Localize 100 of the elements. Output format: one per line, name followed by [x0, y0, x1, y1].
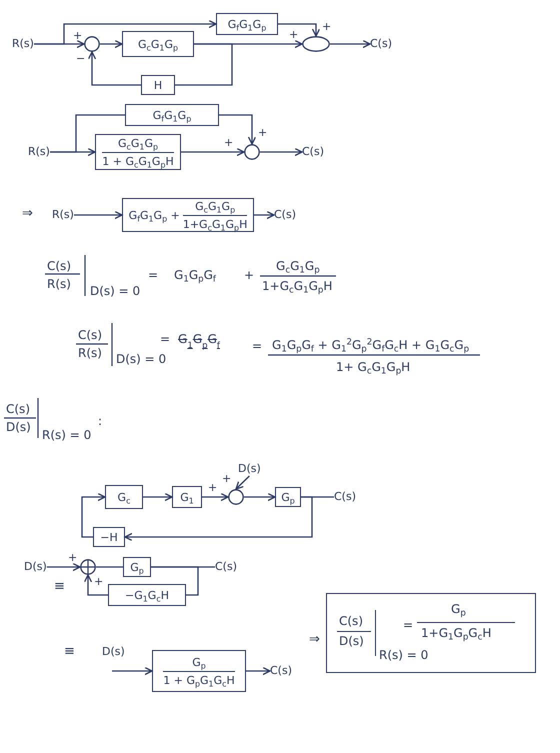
connector-line	[96, 566, 123, 568]
colon: :	[98, 414, 102, 428]
equivalence-symbol: ≡	[54, 580, 65, 594]
transfer-function: G$_{f}$G$_{1}$G$_{p}$	[228, 18, 266, 30]
transfer-function-block	[141, 75, 175, 95]
plus-sign: +	[244, 268, 254, 282]
summing-junction	[302, 36, 330, 52]
denominator: R(s)	[47, 277, 71, 291]
arrow	[74, 210, 123, 220]
connector-line	[50, 114, 125, 153]
implies-symbol: ⇒	[22, 207, 33, 221]
sign-label: +	[94, 575, 104, 589]
sign-label: +	[224, 136, 234, 150]
transfer-function: G$_{f}$G$_{1}$G$_{p}$ +	[128, 208, 180, 222]
arrow	[246, 666, 271, 676]
arrow	[254, 210, 275, 220]
arrow	[260, 148, 303, 156]
sign-label: +	[322, 20, 332, 34]
transfer-function-block	[216, 13, 278, 35]
transfer-function-block	[95, 134, 181, 170]
equals-sign: =	[148, 268, 158, 282]
arrow	[34, 20, 217, 45]
transfer-function: G$_{c}$G$_{1}$G$_{p}$	[138, 38, 178, 50]
sign-label: +	[289, 28, 298, 42]
signal-label: D(s)	[238, 462, 261, 476]
arrow	[181, 148, 245, 156]
signal-label: D(s)	[102, 645, 125, 659]
arrow	[143, 492, 173, 502]
transfer-function: −G$_{1}$G$_{c}$H	[125, 588, 169, 602]
transfer-function: G$_{c}$	[118, 490, 130, 504]
denominator: 1+G$_{c}$G$_{1}$G$_{p}$H	[262, 279, 332, 293]
summing-junction	[80, 559, 96, 575]
arrow	[235, 476, 250, 490]
numerator: G$_{c}$G$_{1}$G$_{p}$	[118, 136, 158, 150]
arrow	[112, 666, 153, 676]
transfer-function: G$_{p}$	[130, 560, 144, 574]
transfer-function-block	[275, 487, 301, 507]
transfer-function: G$_{f}$G$_{1}$G$_{p}$	[152, 108, 192, 122]
arrow	[84, 574, 108, 596]
equivalence-symbol: ≡	[64, 645, 75, 659]
condition: D(s) = 0	[116, 352, 166, 366]
transfer-function-block	[125, 104, 219, 126]
transfer-function-block	[122, 31, 194, 57]
denominator: 1+ G$_{c}$G$_{1}$G$_{p}$H	[336, 360, 410, 374]
arrow	[219, 114, 256, 145]
arrow	[88, 51, 141, 86]
arrow	[244, 492, 276, 502]
numerator: C(s)	[6, 402, 30, 416]
connector-line	[175, 43, 233, 86]
implies-symbol: ⇒	[309, 633, 320, 647]
transfer-function-block	[105, 485, 143, 509]
signal-label: C(s)	[274, 208, 296, 222]
numerator: G$_{p}$	[192, 656, 206, 668]
transfer-function-block	[172, 486, 202, 508]
equals-sign: =	[403, 618, 414, 632]
numerator: C(s)	[78, 328, 102, 342]
condition: R(s) = 0	[379, 648, 428, 662]
transfer-function-block	[152, 650, 246, 692]
signal-label: C(s)	[270, 664, 292, 678]
denominator: D(s)	[6, 420, 31, 434]
result-box	[326, 593, 536, 673]
sign-label: +	[258, 126, 268, 140]
signal-label: D(s)	[24, 560, 47, 574]
arrow	[194, 40, 303, 48]
transfer-function: G$_{p}$	[281, 490, 295, 504]
sign-label: +	[222, 472, 232, 486]
transfer-function-block	[122, 198, 254, 232]
connector-line	[151, 566, 199, 596]
transfer-function-block	[123, 557, 151, 577]
signal-label: R(s)	[12, 37, 34, 51]
transfer-function: H	[154, 78, 162, 92]
denominator: 1+G$_{1}$G$_{p}$G$_{c}$H	[421, 626, 492, 640]
arrow	[124, 496, 313, 542]
denominator: 1 + G$_{c}$G$_{1}$G$_{p}$H	[102, 154, 174, 168]
signal-label: C(s)	[302, 145, 324, 159]
signal-label: C(s)	[215, 560, 237, 574]
numerator: G$_{1}$G$_{p}$G$_{f}$ + G$_{1}$$^{2}$G$_{p}$$^{2}$G$_{f}$G$_{c}$H + G$_{1}$G$_{c}$G$_{p}$	[272, 338, 470, 352]
condition: R(s) = 0	[42, 428, 92, 442]
transfer-function-block	[93, 527, 125, 547]
equals-sign: =	[252, 339, 262, 353]
signal-label: R(s)	[28, 145, 50, 159]
denominator: R(s)	[78, 346, 102, 360]
sign-label: +	[68, 551, 78, 565]
summing-junction	[228, 489, 244, 505]
transfer-function: −H	[100, 530, 118, 544]
numerator: G$_{p}$	[451, 602, 466, 616]
arrow	[330, 40, 371, 48]
denominator: 1 + G$_{p}$G$_{1}$G$_{c}$H	[163, 674, 235, 686]
denominator: D(s)	[339, 634, 364, 648]
condition: D(s) = 0	[90, 284, 140, 298]
transfer-function: G$_{1}$	[180, 490, 194, 504]
numerator: G$_{c}$G$_{1}$G$_{p}$	[195, 200, 236, 212]
sign-label: −	[76, 52, 86, 66]
arrow	[81, 492, 106, 538]
numerator: C(s)	[47, 259, 71, 273]
summing-junction	[244, 144, 260, 160]
summing-junction	[84, 36, 100, 52]
arrow	[100, 40, 123, 48]
expression: G$_{1}$G$_{p}$G$_{f}$	[174, 268, 216, 282]
signal-label: R(s)	[52, 208, 74, 222]
